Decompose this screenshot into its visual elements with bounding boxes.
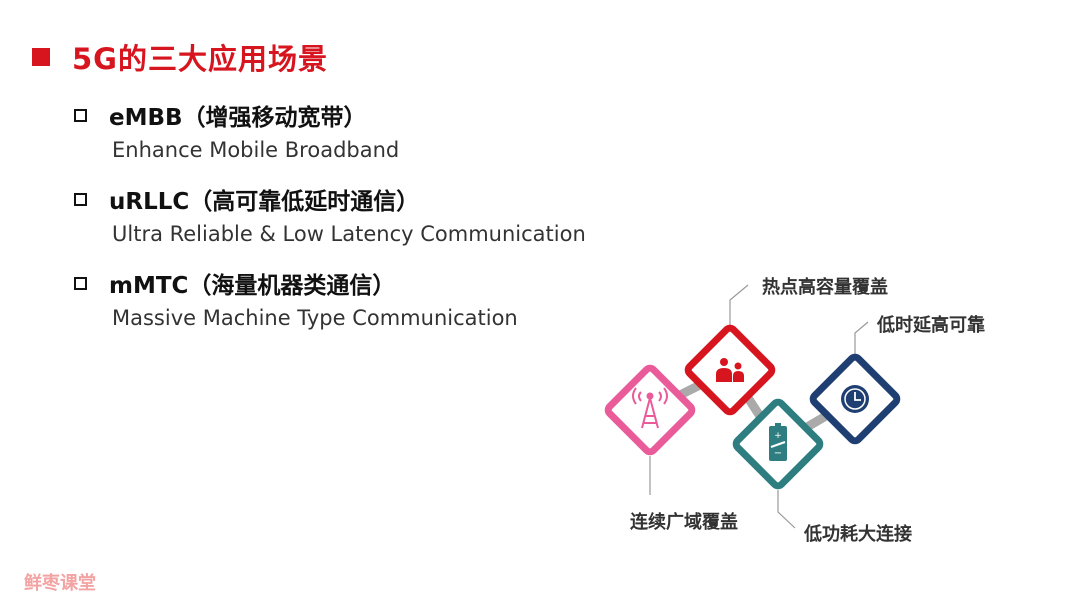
battery-icon: + − <box>769 423 787 461</box>
hollow-square-bullet-icon <box>74 108 87 122</box>
watermark: 鲜枣课堂 <box>24 573 96 594</box>
scenario-subtitle: Ultra Reliable & Low Latency Communicati… <box>112 222 586 246</box>
low-power-node: + − <box>732 398 824 490</box>
hollow-square-bullet-icon <box>74 192 87 206</box>
slide-title: 5G的三大应用场景 <box>72 42 328 76</box>
scenario-subtitle: Enhance Mobile Broadband <box>112 138 400 162</box>
scenario-title: uRLLC（高可靠低延时通信） <box>109 189 420 215</box>
low-power-label: 低功耗大连接 <box>804 524 912 545</box>
slide-title-row: 5G的三大应用场景 <box>32 36 328 78</box>
hotspot-label: 热点高容量覆盖 <box>762 277 888 298</box>
svg-text:−: − <box>774 448 782 459</box>
clock-icon <box>841 385 869 413</box>
low-latency-node <box>809 353 901 445</box>
scenario-subtitle: Massive Machine Type Communication <box>112 306 518 330</box>
hollow-square-bullet-icon <box>74 276 87 290</box>
hotspot-node <box>684 324 776 416</box>
square-bullet-icon <box>32 48 50 66</box>
people-icon <box>716 358 744 382</box>
antenna-tower-icon <box>632 387 668 429</box>
scenario-title: eMBB（增强移动宽带） <box>109 105 367 131</box>
low-latency-label: 低时延高可靠 <box>877 315 985 336</box>
leader-line <box>854 321 869 355</box>
wide-coverage-node <box>604 364 696 456</box>
scenario-item-urllc: uRLLC（高可靠低延时通信） Ultra Reliable & Low Lat… <box>74 182 586 246</box>
wide-coverage-label: 连续广域覆盖 <box>630 512 738 533</box>
leader-line <box>729 284 749 327</box>
scenario-item-embb: eMBB（增强移动宽带） Enhance Mobile Broadband <box>74 98 399 162</box>
leader-line <box>777 490 796 529</box>
svg-text:+: + <box>774 431 782 441</box>
scenario-title: mMTC（海量机器类通信） <box>109 273 396 299</box>
scenario-item-mmtc: mMTC（海量机器类通信） Massive Machine Type Commu… <box>74 266 518 330</box>
